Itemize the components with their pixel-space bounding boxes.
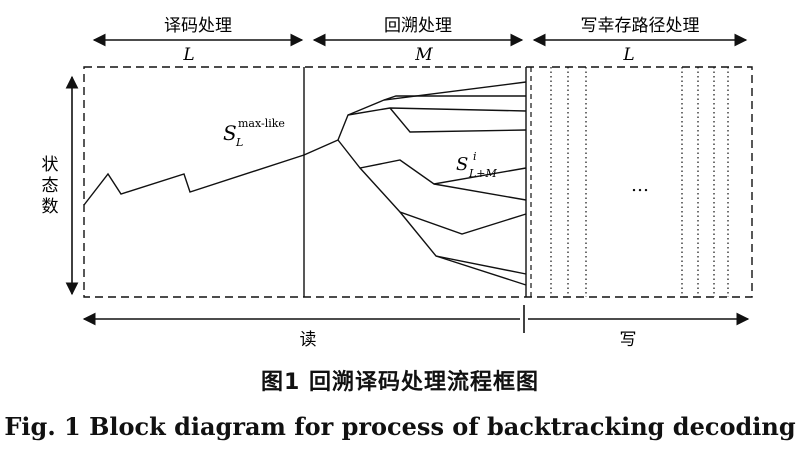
svg-text:S: S <box>456 154 468 175</box>
decode-title: 译码处理 <box>164 16 232 36</box>
max-like-state-label: S max-like L <box>223 117 285 149</box>
write-region-lines <box>530 67 729 297</box>
caption-english: Fig. 1 Block diagram for process of back… <box>4 412 796 441</box>
state-axis-label-2: 态 <box>42 176 59 196</box>
state-axis-label-3: 数 <box>42 197 59 217</box>
svg-text:L+M: L+M <box>468 167 498 180</box>
read-label: 读 <box>300 330 317 350</box>
backtrack-branches <box>303 81 527 286</box>
write-label: 写 <box>620 330 637 350</box>
state-axis-label-1: 状 <box>42 155 59 175</box>
decode-length: L <box>182 45 194 65</box>
backtrack-path-label: S i L+M <box>456 150 498 180</box>
svg-text:max-like: max-like <box>238 117 285 130</box>
svg-text:i: i <box>473 150 477 163</box>
main-dashed-box <box>83 66 753 298</box>
backtrack-title: 回溯处理 <box>384 16 452 36</box>
write-ellipsis: … <box>631 175 649 196</box>
write-length: L <box>622 45 634 65</box>
caption-chinese: 图1 回溯译码处理流程框图 <box>261 370 539 395</box>
svg-text:S: S <box>223 121 237 145</box>
write-path-title: 写幸存路径处理 <box>581 16 700 36</box>
svg-text:L: L <box>235 136 243 149</box>
max-like-path <box>83 154 305 206</box>
backtrack-length: M <box>414 45 433 65</box>
